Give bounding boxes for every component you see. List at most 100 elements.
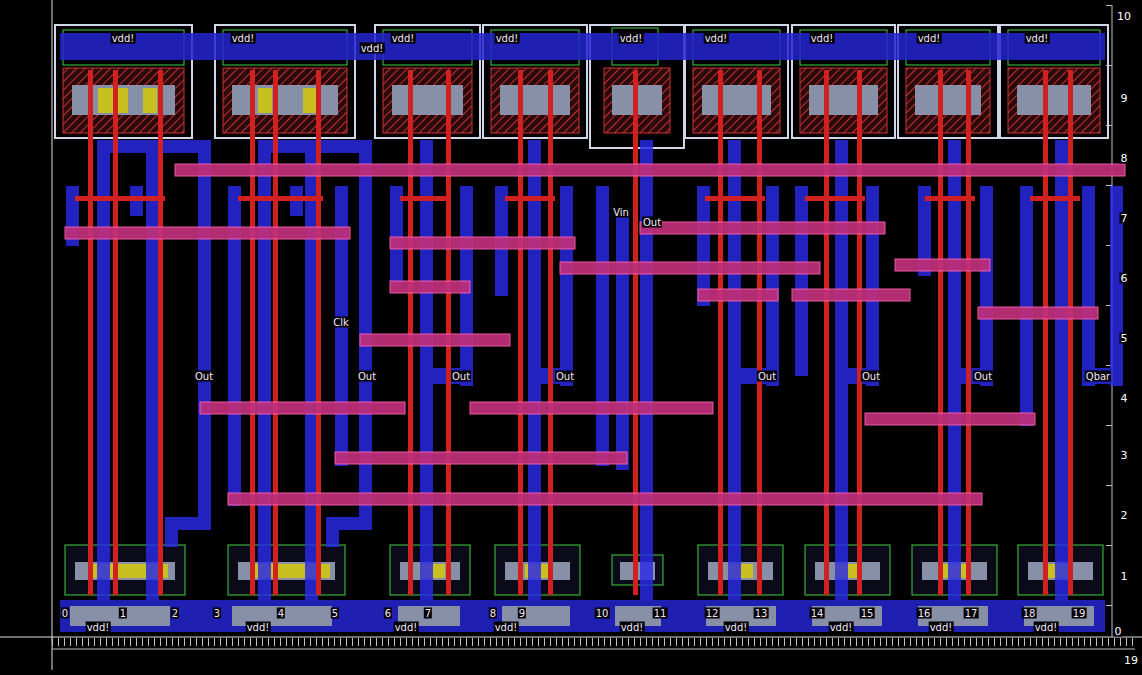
metal-wire — [596, 186, 609, 466]
poly-wire — [446, 70, 451, 595]
metal2-wire — [698, 289, 778, 301]
poly-wire — [158, 70, 163, 595]
signal-label: Out — [757, 371, 777, 382]
net-label: vdd! — [619, 33, 644, 44]
net-label: vdd! — [391, 33, 416, 44]
net-label: vdd! — [1025, 33, 1050, 44]
column-number: 2 — [171, 608, 179, 619]
metal-wire — [198, 142, 211, 530]
metal2-wire — [470, 402, 713, 414]
metal2-wire — [200, 402, 405, 414]
poly-wires — [75, 70, 1080, 595]
pwell-hatch — [63, 68, 184, 133]
metal2-wire — [640, 222, 885, 234]
column-number: 11 — [653, 608, 668, 619]
net-label: vdd! — [494, 622, 519, 633]
axis-number: 8 — [1120, 153, 1129, 164]
pwell-hatch — [491, 68, 579, 133]
net-label: vdd! — [495, 33, 520, 44]
metal2-wire — [390, 237, 575, 249]
metal-wire — [165, 517, 178, 547]
net-label: vdd! — [1034, 622, 1059, 633]
poly-wire — [518, 70, 523, 595]
net-label: vdd! — [86, 622, 111, 633]
metal2-wire — [560, 262, 820, 274]
column-number: 9 — [518, 608, 526, 619]
poly-wire — [824, 70, 829, 595]
column-number: 7 — [424, 608, 432, 619]
net-label: vdd! — [231, 33, 256, 44]
well-contact — [228, 545, 345, 595]
axis-number: 4 — [1120, 393, 1129, 404]
contact — [143, 88, 157, 113]
ruler-line — [52, 649, 1135, 650]
net-label: vdd! — [360, 43, 385, 54]
axis-number: 10 — [1116, 11, 1132, 22]
contact — [258, 88, 272, 113]
metal2-wire — [175, 164, 1125, 176]
signal-label: Out — [194, 371, 214, 382]
pwell-hatch — [800, 68, 887, 133]
top-cells — [55, 25, 1108, 148]
metal-wire — [146, 140, 159, 600]
poly-wire — [505, 196, 555, 201]
axis-number: 2 — [1120, 510, 1129, 521]
metal-wire — [97, 140, 110, 600]
frame-line — [0, 637, 1142, 638]
signal-label: Qbar — [1085, 371, 1111, 382]
poly-wire — [633, 70, 638, 595]
poly-wire — [757, 70, 762, 595]
pwell-hatch — [223, 68, 347, 133]
vdd-rail — [60, 33, 1105, 60]
diffusion — [809, 85, 878, 115]
poly-wire — [400, 196, 450, 201]
gnd-rail — [60, 600, 1105, 632]
signal-label: Out — [861, 371, 881, 382]
poly-wire — [548, 70, 553, 595]
net-label: vdd! — [704, 33, 729, 44]
metal-wire — [866, 186, 879, 386]
poly-wire — [966, 70, 971, 595]
metal-wire — [980, 186, 993, 386]
bottom-cells — [65, 545, 1103, 595]
metal2-wire — [65, 227, 350, 239]
net-label: vdd! — [724, 622, 749, 633]
signal-label: Out — [642, 217, 662, 228]
net-label: vdd! — [620, 622, 645, 633]
net-label: vdd! — [111, 33, 136, 44]
diffusion — [1017, 85, 1091, 115]
column-number: 1 — [119, 608, 127, 619]
column-number: 4 — [277, 608, 285, 619]
metal-wire — [326, 517, 339, 547]
net-label: vdd! — [246, 622, 271, 633]
metal-wire — [1082, 368, 1123, 384]
contact — [303, 88, 317, 113]
column-number: 18 — [1022, 608, 1037, 619]
poly-wire — [238, 196, 323, 201]
poly-wire — [805, 196, 865, 201]
metal2-wire — [390, 281, 470, 293]
metal2-wire — [335, 452, 627, 464]
pwell-hatch — [693, 68, 780, 133]
column-number: 12 — [705, 608, 720, 619]
column-number: 10 — [595, 608, 610, 619]
metal-wire — [1055, 140, 1068, 600]
axis-number: 6 — [1120, 273, 1129, 284]
metal2-wire — [865, 413, 1035, 425]
poly-wire — [1068, 70, 1073, 595]
poly-wire — [925, 196, 975, 201]
poly-wire — [1030, 196, 1080, 201]
column-number: 16 — [917, 608, 932, 619]
frame-line — [52, 0, 53, 670]
poly-wire — [250, 70, 255, 595]
column-number: 15 — [860, 608, 875, 619]
diffusion — [915, 85, 981, 115]
poly-wire — [316, 70, 321, 595]
net-label: vdd! — [810, 33, 835, 44]
column-number: 14 — [810, 608, 825, 619]
column-number: 8 — [489, 608, 497, 619]
net-label: vdd! — [829, 622, 854, 633]
metal-wire — [1082, 186, 1095, 386]
